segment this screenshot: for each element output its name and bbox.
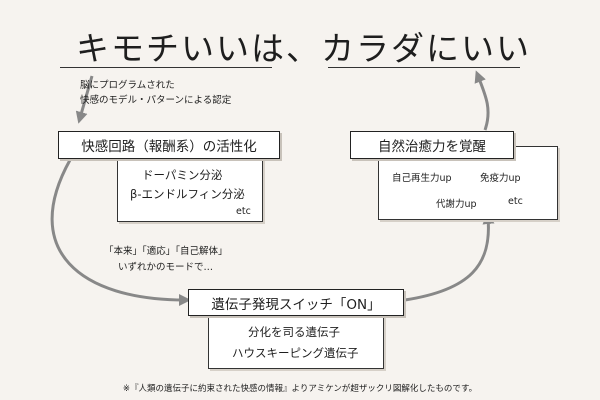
brain-note-line1: 脳にプログラムされた <box>80 80 175 91</box>
title-underline-right <box>328 67 520 68</box>
healing-etc: etc <box>508 196 523 207</box>
brain-note-line2: 快感のモデル・パターンによる認定 <box>80 95 232 106</box>
arrow-gene-to-healing <box>404 212 495 302</box>
endorphin-item: β-エンドルフィン分泌 <box>130 187 245 201</box>
housekeeping-gene-item: ハウスキーピング遺伝子 <box>232 346 359 360</box>
gene-switch-header: 遺伝子発現スイッチ「ON」 <box>188 289 404 316</box>
dopamine-item: ドーパミン分泌 <box>142 168 223 182</box>
arrow-reward-to-gene <box>50 159 191 306</box>
reward-etc: etc <box>236 206 251 217</box>
differentiation-gene-item: 分化を司る遺伝子 <box>248 325 340 339</box>
healing-header: 自然治癒力を覚醒 <box>350 131 514 159</box>
title-underline-left <box>60 67 272 68</box>
arrow-brain-to-reward <box>75 75 94 124</box>
modes-line2: いずれかのモードで… <box>118 262 214 273</box>
footer-note: ※『人類の遺伝子に約束された快感の情報』よりアミケンが超ザックリ図解化したもので… <box>122 384 478 394</box>
regeneration-item: 自己再生力up <box>392 173 452 184</box>
arrow-healing-to-title <box>474 70 490 131</box>
brain-program-note: 脳にプログラムされた 快感のモデル・パターンによる認定 <box>80 78 231 108</box>
modes-line1: 「本来」「適応」「自己解体」 <box>104 246 228 257</box>
reward-circuit-header: 快感回路（報酬系）の活性化 <box>58 131 280 159</box>
page-title: キモチいいは、カラダにいい <box>76 29 531 68</box>
immunity-item: 免疫力up <box>480 173 521 184</box>
reward-circuit-detail-box <box>117 158 263 222</box>
metabolism-item: 代謝力up <box>436 199 477 210</box>
gene-switch-detail-box <box>208 313 384 369</box>
